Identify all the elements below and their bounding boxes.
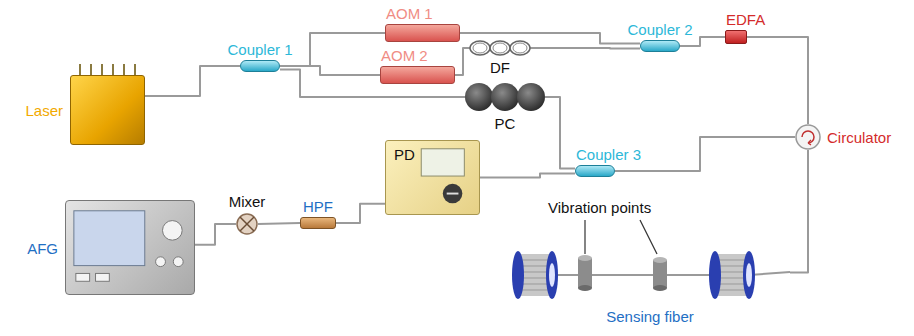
component-label: Coupler 1 xyxy=(227,41,292,58)
fiber-connector xyxy=(258,223,300,224)
fiber-connector xyxy=(336,204,385,223)
laser-pins xyxy=(80,64,135,75)
coupler-box: Coupler 3 xyxy=(575,165,615,177)
aom-box: AOM 2 xyxy=(380,66,455,84)
fiber-connector xyxy=(545,97,575,169)
hpf-box: HPF xyxy=(300,217,336,229)
polarization-controller: PC xyxy=(465,82,545,112)
component-label: Sensing fiber xyxy=(606,308,694,325)
fiber-connector xyxy=(460,33,640,44)
mixer: Mixer xyxy=(236,213,258,235)
circulator-icon xyxy=(795,124,821,150)
component-label: Mixer xyxy=(229,193,266,210)
component-label: AOM 1 xyxy=(386,5,433,22)
component-label: Laser xyxy=(25,102,63,119)
coupler-box: Coupler 2 xyxy=(640,40,680,52)
fiber-connector xyxy=(747,37,808,124)
fiber-connector xyxy=(530,47,640,49)
fiber-connector xyxy=(455,48,470,75)
mixer-icon xyxy=(236,213,258,235)
aom-box: AOM 1 xyxy=(385,24,460,42)
sensing-fiber-icon xyxy=(510,240,790,305)
fiber-connector xyxy=(790,150,808,273)
component-label: PD xyxy=(394,146,415,163)
sensing-fiber: Sensing fiber xyxy=(510,240,790,305)
component-label: AFG xyxy=(27,239,58,256)
leader-line xyxy=(585,220,657,254)
polarization-controller-icon xyxy=(465,82,545,112)
component-label: EDFA xyxy=(726,11,765,28)
component-label: PC xyxy=(495,115,516,132)
component-label: DF xyxy=(490,59,510,76)
delay-fiber: DF xyxy=(470,40,530,56)
fiber-connector xyxy=(280,33,385,66)
component-label: HPF xyxy=(303,198,333,215)
circulator: Circulator xyxy=(795,124,821,150)
delay-fiber-icon xyxy=(470,40,530,56)
photodetector-box: PD xyxy=(385,140,480,215)
coupler-box: Coupler 1 xyxy=(240,60,280,72)
component-label: Coupler 2 xyxy=(627,21,692,38)
afg-device-icon xyxy=(66,201,194,294)
fiber-connector xyxy=(195,224,236,245)
component-label: Circulator xyxy=(827,129,891,146)
callout-label: Vibration points xyxy=(548,199,651,216)
laser-box: Laser xyxy=(70,75,145,145)
fiber-connector xyxy=(480,173,575,177)
edfa-box: EDFA xyxy=(725,30,747,44)
afg-device: AFG xyxy=(65,200,195,295)
component-label: Coupler 3 xyxy=(576,146,641,163)
component-label: AOM 2 xyxy=(381,47,428,64)
fiber-connector xyxy=(680,37,725,46)
fiber-connector xyxy=(615,137,795,171)
fiber-connector xyxy=(145,66,240,96)
